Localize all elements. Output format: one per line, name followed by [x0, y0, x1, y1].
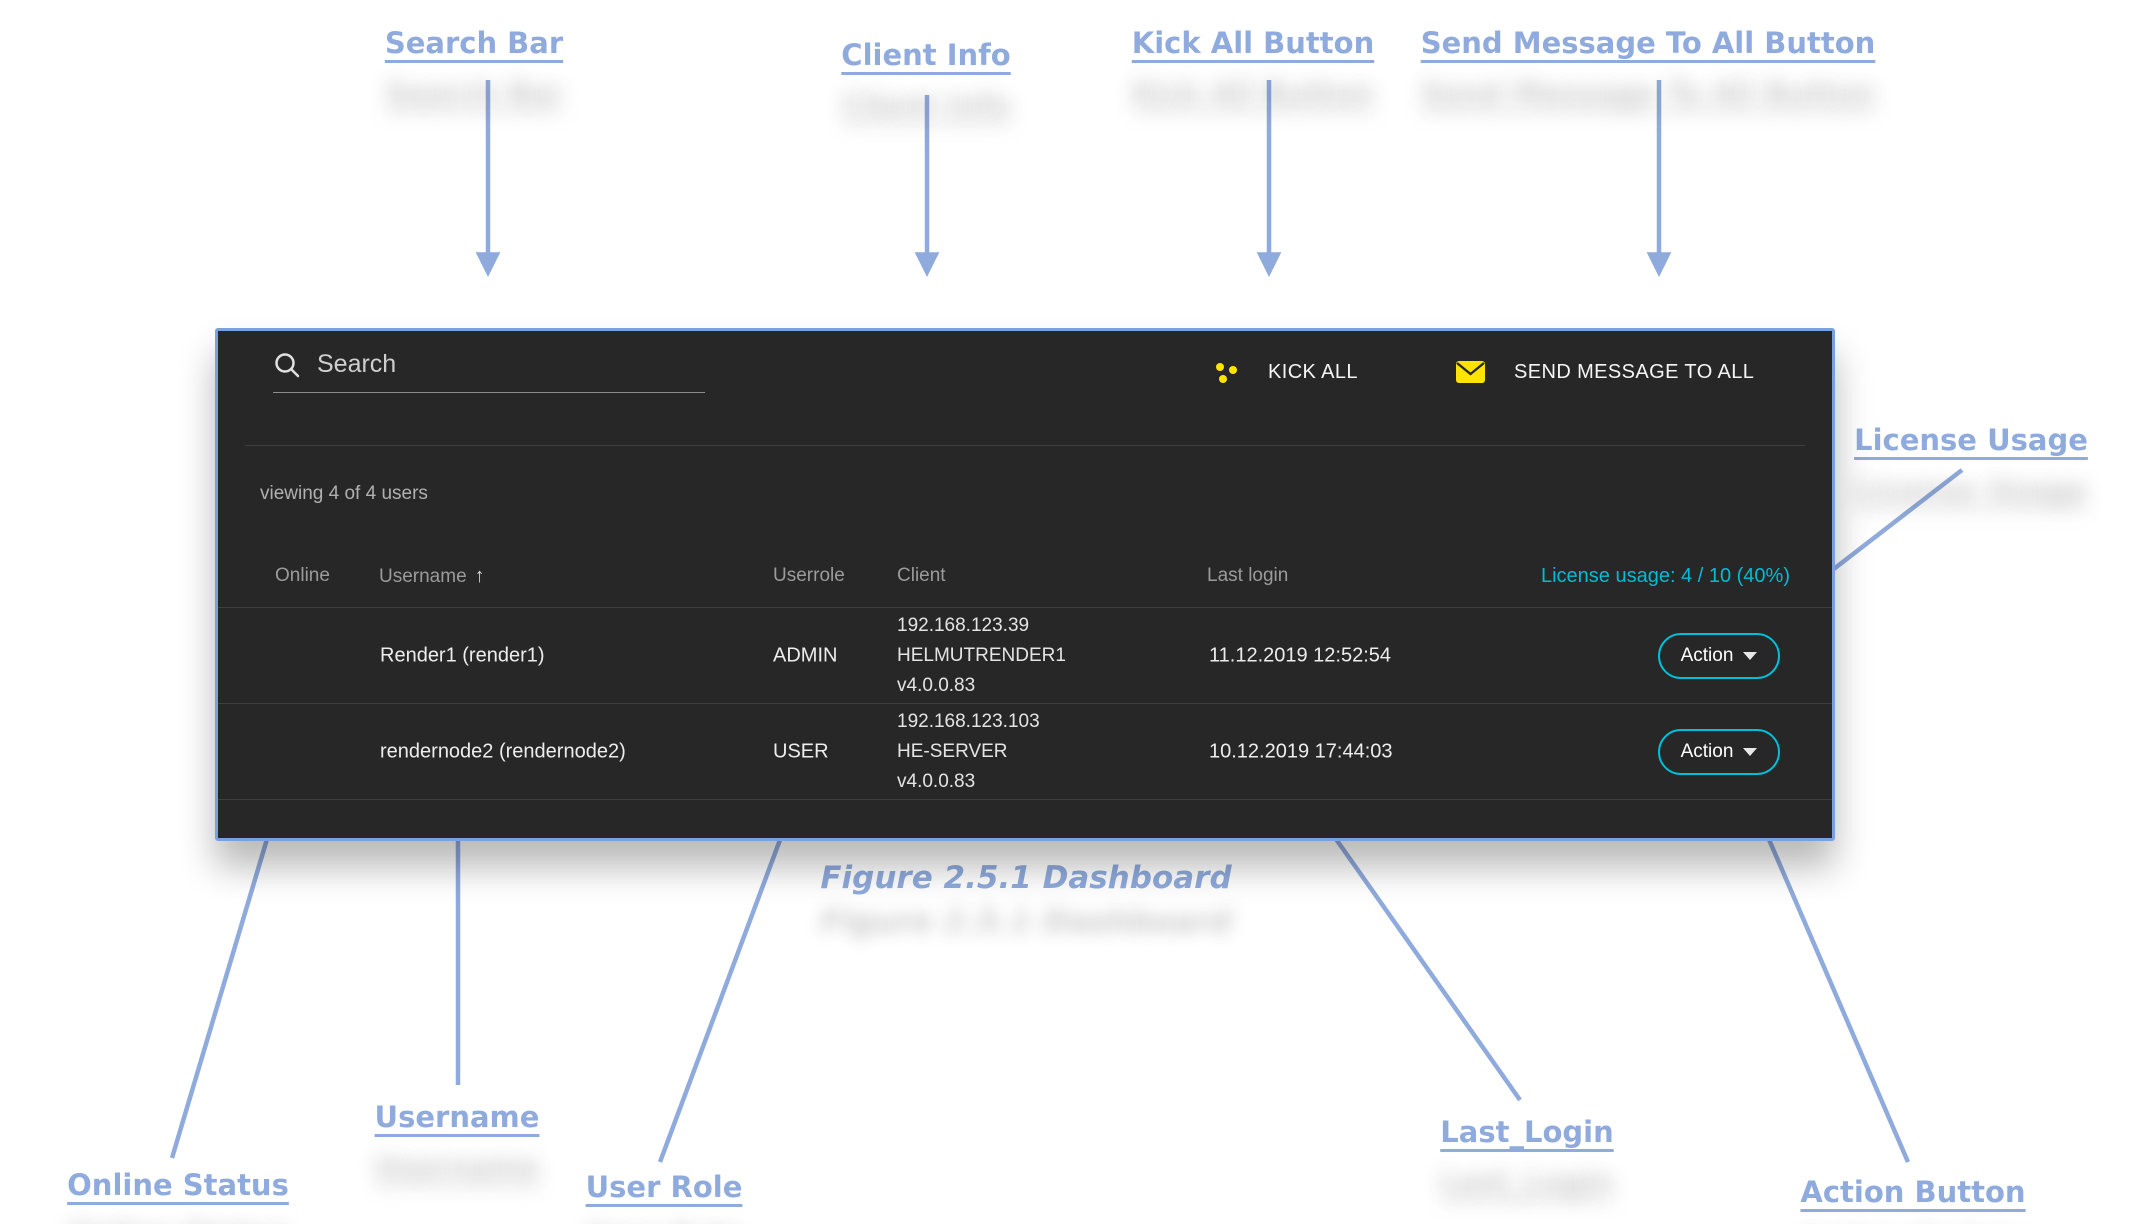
search-input[interactable]: [315, 349, 705, 380]
annotation-send-message: Send Message To All Button: [1420, 26, 1876, 60]
client-host: HE-SERVER: [897, 740, 1008, 762]
annotation-last-login: Last_Login: [1440, 1115, 1614, 1149]
viewing-count-text: viewing 4 of 4 users: [260, 483, 428, 504]
user-role-arrow: [657, 800, 798, 1163]
chevron-down-icon: [1743, 747, 1758, 756]
kick-all-label: KICK ALL: [1268, 360, 1358, 383]
annotation-kick-all: Kick All Button: [1131, 26, 1375, 60]
action-button-arrow: [1748, 795, 1911, 1163]
search-icon: [273, 351, 301, 379]
userrole-cell: ADMIN: [773, 644, 838, 666]
send-message-to-all-button[interactable]: SEND MESSAGE TO ALL: [1455, 353, 1754, 391]
mail-icon: [1455, 360, 1486, 384]
annotation-user-role: User Role: [585, 1170, 743, 1204]
last-login-cell: 11.12.2019 12:52:54: [1209, 644, 1392, 666]
dashboard-panel: KICK ALL SEND MESSAGE TO ALL viewing 4 o…: [215, 328, 1835, 841]
action-button-label: Action: [1680, 740, 1734, 762]
table-header-row: Online Username ↑ Userrole Client Last lo…: [218, 565, 1832, 607]
client-ip: 192.168.123.39: [897, 614, 1030, 636]
client-ip: 192.168.123.103: [897, 710, 1040, 732]
annotation-search-bar: Search Bar: [384, 26, 564, 60]
license-usage-text: License usage: 4 / 10 (40%): [1540, 565, 1790, 587]
header-userrole: Userrole: [773, 565, 845, 586]
toolbar-divider: [245, 445, 1805, 446]
search-bar: [273, 349, 705, 393]
chevron-down-icon: [1743, 651, 1758, 660]
header-online: Online: [275, 565, 330, 586]
annotation-action-button: Action Button: [1800, 1175, 2026, 1209]
send-message-label: SEND MESSAGE TO ALL: [1514, 360, 1755, 383]
user-table-body: Render1 (render1) ADMIN 192.168.123.39 H…: [218, 607, 1832, 800]
action-button[interactable]: Action: [1658, 728, 1780, 775]
username-cell: rendernode2 (rendernode2): [380, 740, 626, 762]
client-version: v4.0.0.83: [897, 770, 976, 792]
kick-all-icon: [1213, 359, 1240, 386]
annotation-online-status: Online Status: [67, 1168, 289, 1202]
client-version: v4.0.0.83: [897, 674, 976, 696]
annotation-username: Username: [374, 1100, 540, 1134]
table-row: rendernode2 (rendernode2) USER 192.168.1…: [218, 703, 1832, 800]
sort-ascending-icon: ↑: [474, 565, 485, 587]
header-last-login: Last login: [1207, 565, 1289, 586]
action-button[interactable]: Action: [1658, 632, 1780, 679]
client-info-cell: 192.168.123.39 HELMUTRENDER1 v4.0.0.83: [897, 611, 1066, 701]
annotation-license-usage: License Usage: [1854, 423, 2088, 457]
kick-all-button[interactable]: KICK ALL: [1213, 353, 1358, 391]
figure-caption: Figure 2.5.1 Dashboard: [820, 860, 1232, 896]
userrole-cell: USER: [773, 740, 829, 762]
last-login-cell: 10.12.2019 17:44:03: [1209, 740, 1393, 762]
header-username-label: Username: [379, 566, 467, 587]
annotation-client-info: Client Info: [841, 38, 1011, 72]
username-cell: Render1 (render1): [380, 644, 545, 666]
header-client: Client: [897, 565, 946, 586]
action-button-label: Action: [1680, 644, 1734, 666]
header-username[interactable]: Username ↑: [379, 565, 485, 588]
client-host: HELMUTRENDER1: [897, 644, 1066, 666]
table-row: Render1 (render1) ADMIN 192.168.123.39 H…: [218, 607, 1832, 703]
client-info-cell: 192.168.123.103 HE-SERVER v4.0.0.83: [897, 707, 1040, 797]
